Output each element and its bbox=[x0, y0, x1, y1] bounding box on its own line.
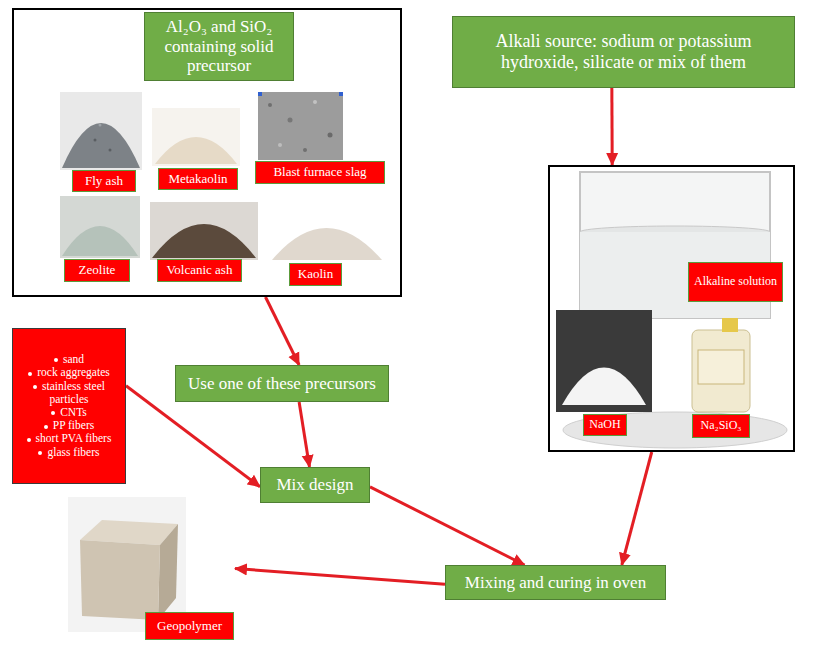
kaolin-photo bbox=[268, 208, 385, 262]
box-text: Kaolin bbox=[298, 267, 333, 281]
list-item: short PVA fibers bbox=[17, 432, 121, 445]
box-text: Alkali source: sodium or potassium hydro… bbox=[461, 31, 786, 72]
silicate-jug-photo bbox=[692, 318, 750, 412]
material-label: Volcanic ash bbox=[157, 259, 242, 282]
bullet-dot bbox=[28, 372, 32, 376]
box-text: Metakaolin bbox=[168, 172, 227, 186]
flow-arrow bbox=[266, 297, 300, 365]
process-box: Mixing and curing in oven bbox=[445, 565, 666, 600]
bullet-dot bbox=[54, 358, 58, 362]
chemical-label: NaOH bbox=[583, 414, 626, 436]
box-text: Mixing and curing in oven bbox=[465, 573, 646, 593]
material-label: Blast furnace slag bbox=[255, 161, 385, 184]
fly-ash-photo bbox=[60, 92, 142, 170]
flow-arrow bbox=[370, 487, 525, 565]
list-text: short PVA fibers bbox=[36, 432, 112, 444]
list-item: sand bbox=[17, 353, 121, 366]
list-text: glass fibers bbox=[47, 446, 99, 458]
heading-text: Geopolymer bbox=[157, 619, 222, 633]
list-item: glass fibers bbox=[17, 446, 121, 459]
zeolite-photo bbox=[60, 196, 140, 258]
box-text: Zeolite bbox=[79, 263, 116, 277]
naoh-photo bbox=[556, 310, 652, 412]
bullet-dot bbox=[33, 385, 37, 389]
additives-list: sandrock aggregates stainless steel parti… bbox=[12, 328, 126, 484]
solution-panel: Alkaline solutionNaOH Na₂SiO₃ bbox=[548, 165, 795, 452]
process-box: Use one of these precursors bbox=[175, 365, 389, 402]
slag-photo bbox=[258, 92, 343, 160]
list-text: rock aggregates bbox=[37, 366, 109, 378]
list-item: CNTs bbox=[17, 406, 121, 419]
flow-arrow bbox=[299, 402, 309, 467]
process-box: Alkali source: sodium or potassium hydro… bbox=[452, 16, 795, 88]
list-item: PP fibers bbox=[17, 419, 121, 432]
box-text: Na₂SiO₃ bbox=[700, 419, 741, 432]
panel-heading: Al₂O₃ and SiO₂ containing solid precurso… bbox=[144, 12, 294, 81]
list-text: CNTs bbox=[60, 406, 87, 418]
box-text: Volcanic ash bbox=[167, 263, 233, 277]
flow-arrow bbox=[622, 452, 652, 565]
panel-heading: Geopolymer bbox=[145, 612, 234, 640]
box-text: Fly ash bbox=[85, 174, 123, 188]
material-label: Zeolite bbox=[64, 259, 130, 282]
list-item: rock aggregates bbox=[17, 366, 121, 379]
chemical-label: Na₂SiO₃ bbox=[692, 414, 750, 438]
panel-heading: Alkaline solution bbox=[688, 262, 783, 302]
box-text: NaOH bbox=[589, 418, 620, 431]
list-text: PP fibers bbox=[53, 419, 94, 431]
bullet-dot bbox=[51, 411, 55, 415]
material-label: Metakaolin bbox=[158, 168, 238, 190]
heading-text: Al₂O₃ and SiO₂ containing solid precurso… bbox=[153, 17, 285, 76]
volcanic-ash-photo bbox=[150, 202, 258, 260]
bullet-dot bbox=[44, 425, 48, 429]
list-item: stainless steel particles bbox=[17, 380, 121, 406]
flow-arrow bbox=[610, 88, 613, 165]
box-text: Blast furnace slag bbox=[273, 165, 366, 179]
flow-arrow bbox=[235, 569, 445, 585]
material-label: Fly ash bbox=[72, 170, 136, 192]
process-box: Mix design bbox=[260, 467, 370, 503]
bullet-dot bbox=[38, 451, 42, 455]
box-text: Mix design bbox=[277, 475, 354, 495]
heading-text: Alkaline solution bbox=[694, 275, 777, 288]
list-text: sand bbox=[63, 353, 84, 365]
metakaolin-photo bbox=[152, 108, 240, 166]
precursor-panel: Al₂O₃ and SiO₂ containing solid precurso… bbox=[12, 8, 402, 297]
bullet-dot bbox=[27, 438, 31, 442]
product-figure: Geopolymer bbox=[65, 497, 235, 640]
list-text: stainless steel particles bbox=[42, 380, 105, 405]
box-text: Use one of these precursors bbox=[188, 374, 376, 394]
material-label: Kaolin bbox=[289, 263, 342, 286]
